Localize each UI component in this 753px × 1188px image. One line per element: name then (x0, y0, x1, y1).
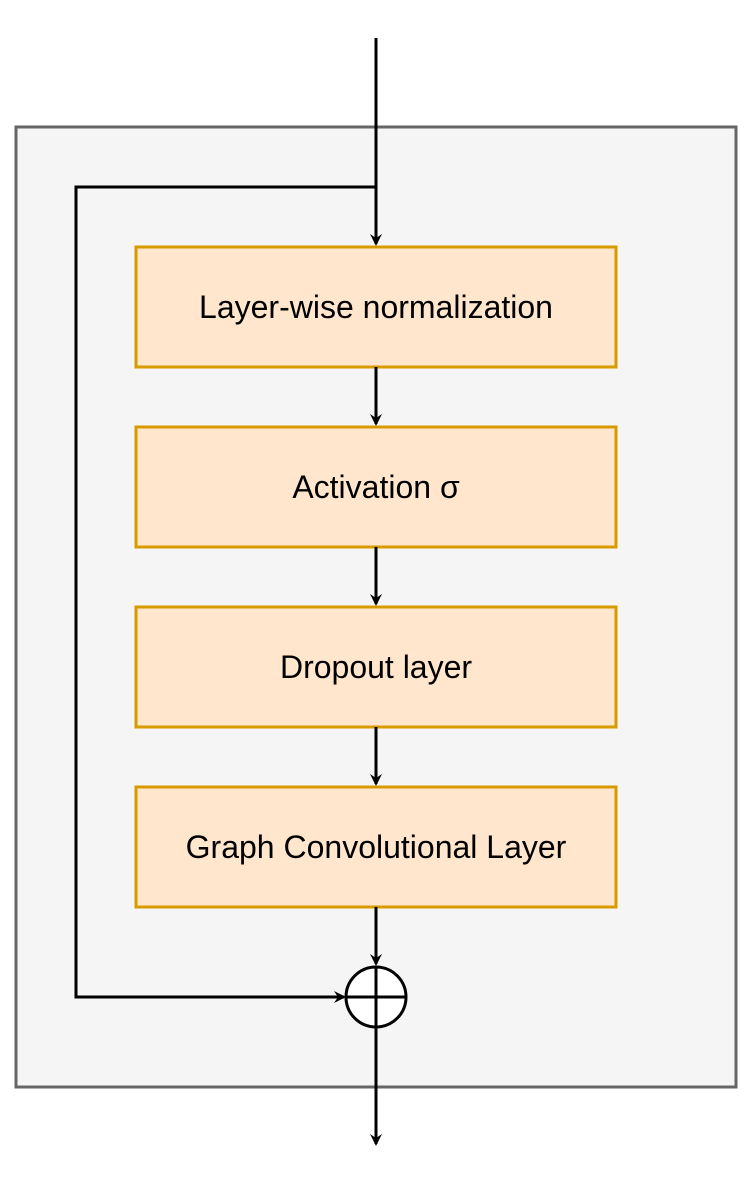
dropout-label: Dropout layer (280, 649, 472, 685)
layer-norm-block: Layer-wise normalization (134, 245, 618, 369)
circled-plus-icon (344, 965, 408, 1029)
dropout-block: Dropout layer (134, 605, 618, 729)
gcn-block: Graph Convolutional Layer (134, 785, 618, 909)
layer-norm-label: Layer-wise normalization (199, 289, 553, 325)
activation-label: Activation σ (292, 469, 460, 505)
gcn-label: Graph Convolutional Layer (186, 829, 567, 865)
skip-connection-line (74, 185, 376, 1003)
activation-block: Activation σ (134, 425, 618, 549)
